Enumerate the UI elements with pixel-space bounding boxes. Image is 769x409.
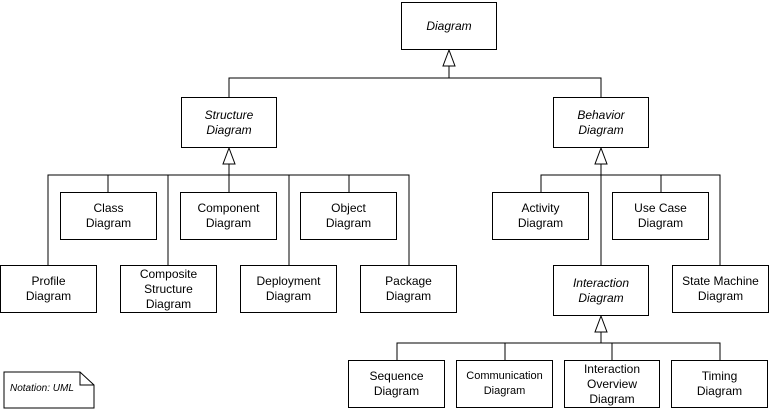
generalization-arrow-interaction: [594, 314, 608, 333]
interaction-overview-diagram-box: Interaction Overview Diagram: [564, 360, 660, 408]
generalization-arrow-diagram: [442, 48, 456, 67]
interaction-diagram-box: Interaction Diagram: [553, 265, 649, 316]
generalization-arrow-structure: [222, 146, 236, 165]
communication-diagram-box: Communication Diagram: [456, 360, 553, 408]
use-case-diagram-box: Use Case Diagram: [612, 192, 709, 240]
component-diagram-box: Component Diagram: [180, 192, 277, 240]
composite-structure-diagram-box: Composite Structure Diagram: [120, 265, 217, 313]
connector-behavior: [540, 174, 721, 265]
sequence-diagram-box: Sequence Diagram: [348, 360, 445, 408]
generalization-arrow-behavior: [594, 146, 608, 165]
notation-note: Notation: UML: [10, 383, 74, 394]
package-diagram-box: Package Diagram: [360, 265, 457, 313]
class-diagram-box: Class Diagram: [60, 192, 157, 240]
timing-diagram-box: Timing Diagram: [671, 360, 768, 408]
object-diagram-box: Object Diagram: [300, 192, 397, 240]
profile-diagram-box: Profile Diagram: [0, 265, 97, 313]
activity-diagram-box: Activity Diagram: [492, 192, 589, 240]
structure-diagram-box: Structure Diagram: [181, 97, 277, 148]
connector-interaction: [396, 342, 721, 360]
connector-root: [228, 77, 602, 97]
state-machine-diagram-box: State Machine Diagram: [672, 265, 769, 313]
behavior-diagram-box: Behavior Diagram: [553, 97, 649, 148]
note-shape: [3, 371, 95, 409]
deployment-diagram-box: Deployment Diagram: [240, 265, 337, 313]
diagram-box: Diagram: [401, 2, 497, 50]
